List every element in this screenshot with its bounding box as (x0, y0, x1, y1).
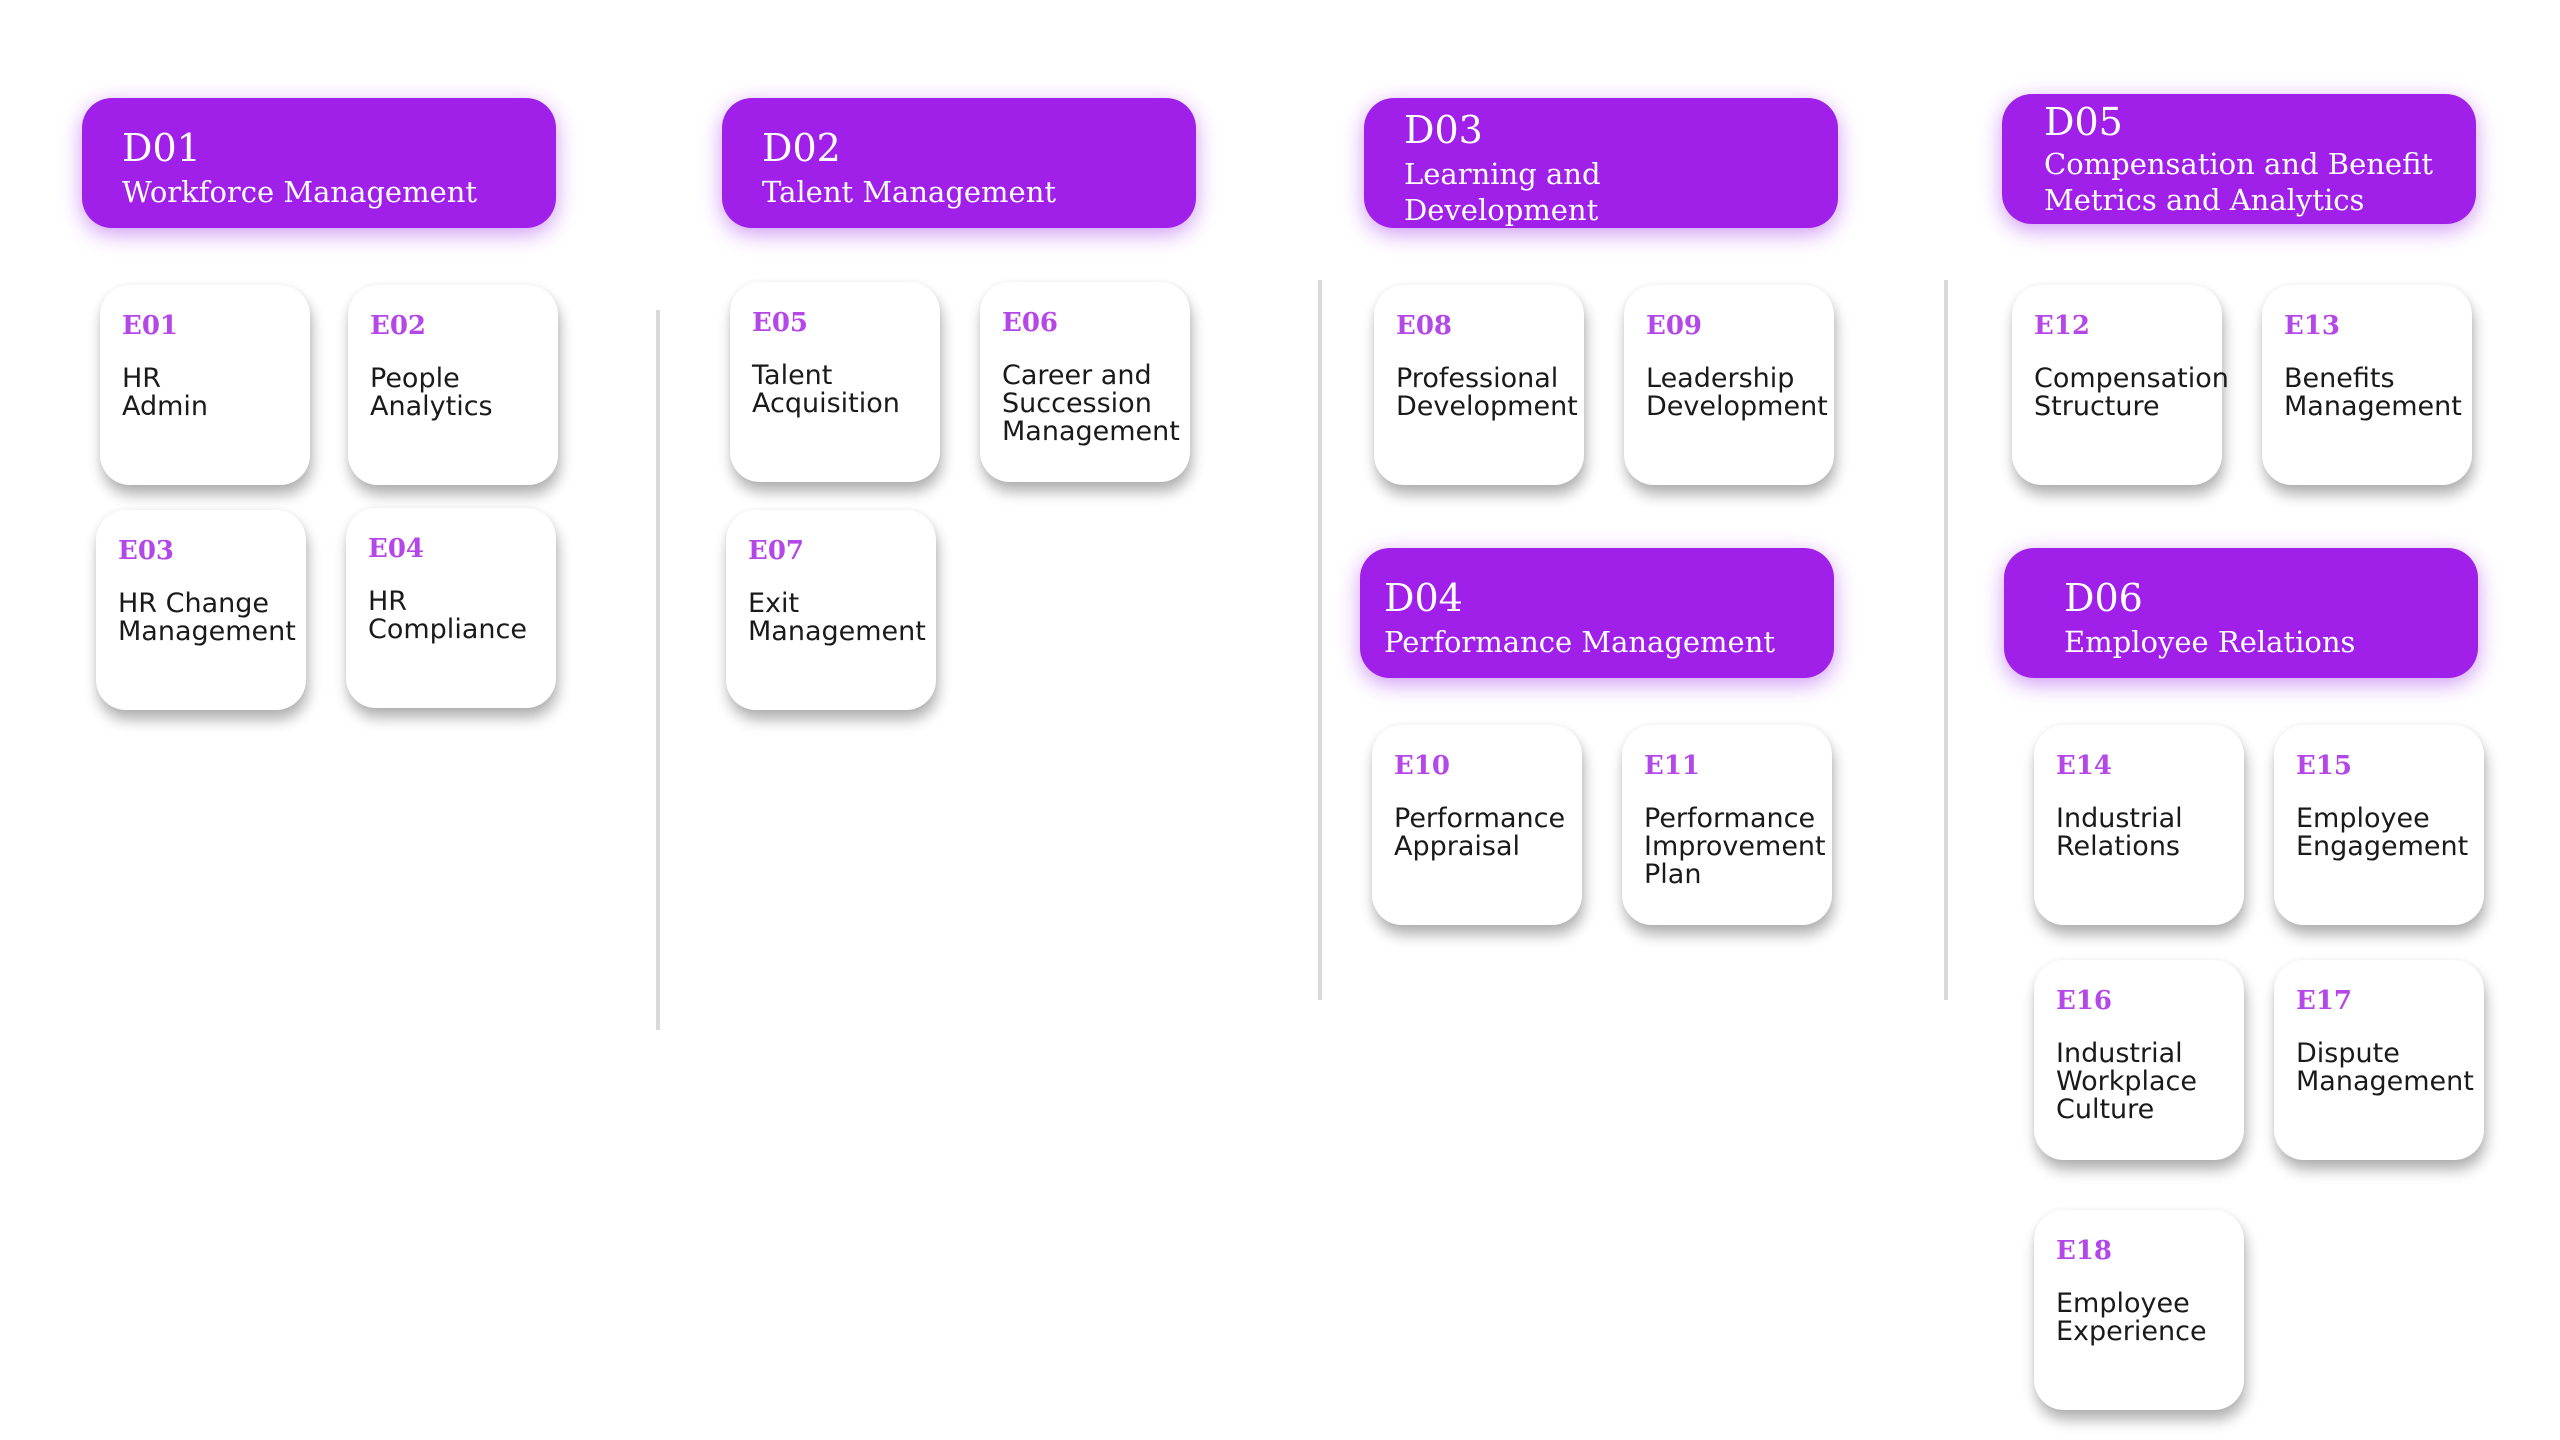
element-card-e09: E09 Leadership Development (1624, 285, 1834, 485)
element-card-e04: E04 HR Compliance (346, 508, 556, 708)
domain-title: Performance Management (1384, 625, 1776, 659)
element-code: E03 (118, 536, 174, 566)
element-code: E04 (368, 534, 424, 564)
domain-title: Talent Management (762, 175, 1057, 209)
domain-d03: D03 Learning and Development (1364, 98, 1838, 228)
element-card-e05: E05 Talent Acquisition (730, 282, 940, 482)
element-code: E08 (1396, 311, 1452, 341)
element-card-e06: E06 Career and Succession Management (980, 282, 1190, 482)
element-code: E14 (2056, 751, 2112, 781)
domain-title: Compensation and Benefit Metrics and Ana… (2044, 147, 2434, 217)
element-code: E10 (1394, 751, 1450, 781)
element-card-e18: E18 Employee Experience (2034, 1210, 2244, 1410)
element-label: Industrial Relations (2056, 803, 2183, 862)
element-card-e16: E16 Industrial Workplace Culture (2034, 960, 2244, 1160)
domain-code: D03 (1404, 108, 1483, 152)
element-code: E12 (2034, 311, 2090, 341)
element-card-e10: E10 Performance Appraisal (1372, 725, 1582, 925)
element-code: E02 (370, 311, 426, 341)
domain-d05: D05 Compensation and Benefit Metrics and… (2002, 94, 2476, 224)
element-label: Employee Experience (2056, 1288, 2207, 1347)
element-card-e02: E02 People Analytics (348, 285, 558, 485)
element-card-e07: E07 Exit Management (726, 510, 936, 710)
element-label: Performance Appraisal (1394, 803, 1566, 862)
element-label: Talent Acquisition (752, 360, 900, 419)
element-code: E05 (752, 308, 808, 338)
element-code: E06 (1002, 308, 1058, 338)
element-label: Exit Management (748, 588, 926, 647)
domain-title: Employee Relations (2064, 625, 2356, 659)
element-label: Career and Succession Management (1002, 360, 1180, 447)
domain-code: D01 (122, 126, 201, 170)
domain-title: Learning and Development (1404, 157, 1601, 227)
domain-code: D05 (2044, 100, 2123, 144)
domain-d02: D02 Talent Management (722, 98, 1196, 228)
element-code: E11 (1644, 751, 1700, 781)
element-card-e01: E01 HR Admin (100, 285, 310, 485)
element-label: People Analytics (370, 363, 493, 422)
element-card-e13: E13 Benefits Management (2262, 285, 2472, 485)
domain-title: Workforce Management (122, 175, 478, 209)
element-code: E17 (2296, 986, 2352, 1016)
element-label: HR Change Management (118, 588, 296, 647)
element-label: Leadership Development (1646, 363, 1828, 422)
domain-code: D06 (2064, 576, 2143, 620)
column-divider-2 (1318, 280, 1322, 1000)
element-label: HR Compliance (368, 586, 527, 645)
element-card-e17: E17 Dispute Management (2274, 960, 2484, 1160)
element-label: Industrial Workplace Culture (2056, 1038, 2198, 1125)
element-label: Benefits Management (2284, 363, 2462, 422)
element-code: E13 (2284, 311, 2340, 341)
element-label: Dispute Management (2296, 1038, 2474, 1097)
column-divider-3 (1944, 280, 1948, 1000)
element-label: HR Admin (122, 363, 209, 422)
element-card-e12: E12 Compensation Structure (2012, 285, 2229, 485)
domain-code: D02 (762, 126, 841, 170)
element-code: E09 (1646, 311, 1702, 341)
element-code: E16 (2056, 986, 2112, 1016)
element-card-e11: E11 Performance Improvement Plan (1622, 725, 1832, 925)
element-code: E01 (122, 311, 178, 341)
element-card-e08: E08 Professional Development (1374, 285, 1584, 485)
element-code: E18 (2056, 1236, 2112, 1266)
column-divider-1 (656, 310, 660, 1030)
element-label: Compensation Structure (2034, 363, 2229, 422)
domain-code: D04 (1384, 576, 1463, 620)
domain-d01: D01 Workforce Management (82, 98, 556, 228)
element-card-e15: E15 Employee Engagement (2274, 725, 2484, 925)
element-label: Performance Improvement Plan (1644, 803, 1826, 890)
element-code: E15 (2296, 751, 2352, 781)
domain-d06: D06 Employee Relations (2004, 548, 2478, 678)
element-card-e14: E14 Industrial Relations (2034, 725, 2244, 925)
element-label: Employee Engagement (2296, 803, 2469, 862)
element-card-e03: E03 HR Change Management (96, 510, 306, 710)
domain-d04: D04 Performance Management (1360, 548, 1834, 678)
element-code: E07 (748, 536, 804, 566)
element-label: Professional Development (1396, 363, 1578, 422)
